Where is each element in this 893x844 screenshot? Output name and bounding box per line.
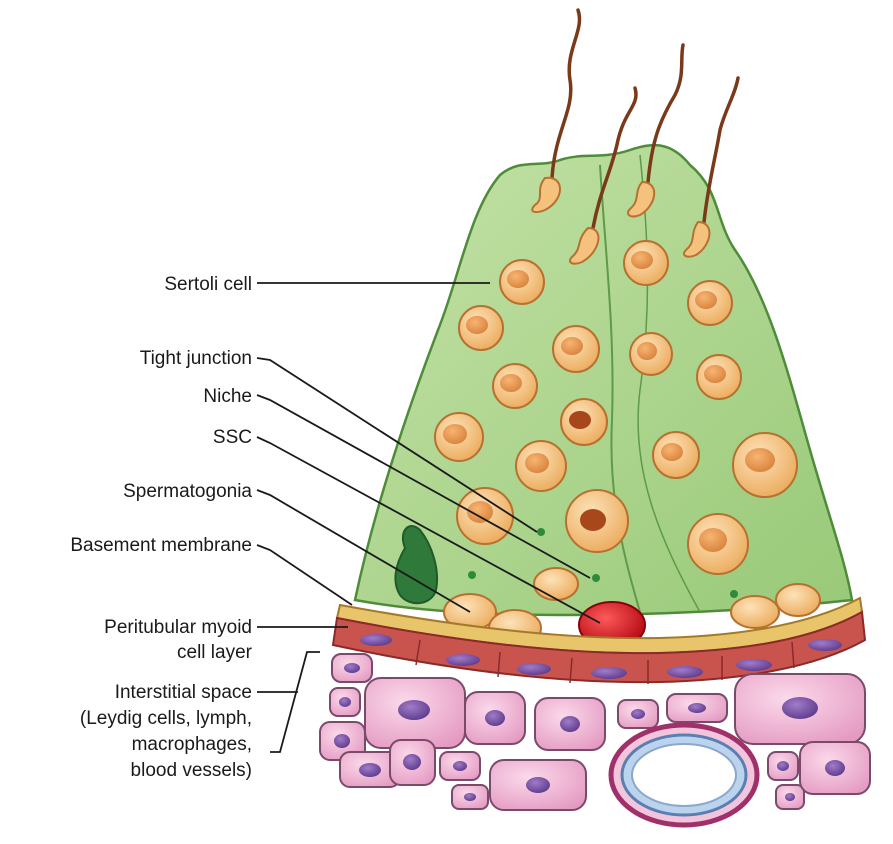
label-sertoli-cell: Sertoli cell — [164, 274, 252, 295]
label-ssc: SSC — [213, 427, 252, 448]
label-interstitial-line3: macrophages, — [132, 734, 252, 755]
label-niche: Niche — [203, 386, 252, 407]
label-interstitial-line1: Interstitial space — [115, 682, 252, 703]
label-peritubular-line1: Peritubular myoid — [104, 617, 252, 638]
label-interstitial-line4: blood vessels) — [131, 760, 252, 781]
labels: Sertoli cell Tight junction Niche SSC Sp… — [70, 274, 252, 781]
label-peritubular-line2: cell layer — [177, 642, 253, 663]
blood-vessel — [611, 725, 757, 825]
label-interstitial-line2: (Leydig cells, lymph, — [80, 708, 252, 729]
label-spermatogonia: Spermatogonia — [123, 481, 252, 502]
label-tight-junction: Tight junction — [140, 348, 252, 369]
label-basement-membrane: Basement membrane — [70, 535, 252, 556]
